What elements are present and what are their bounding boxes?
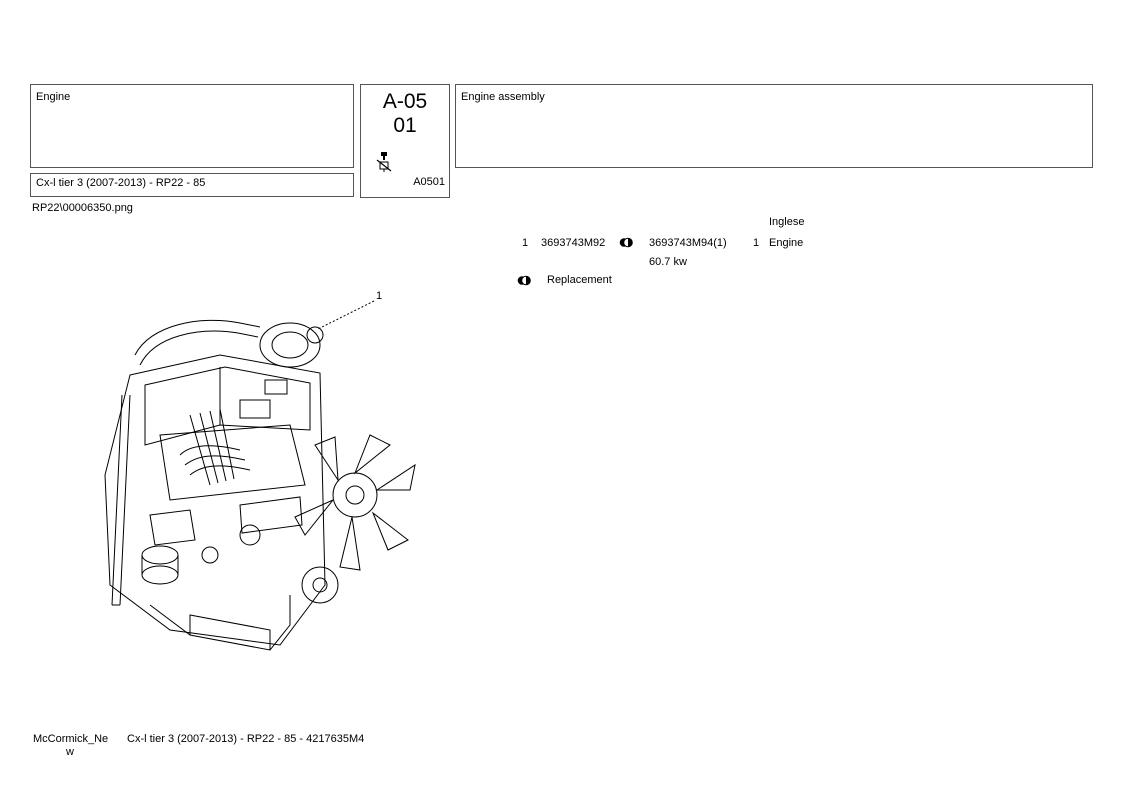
legend-label: Replacement — [547, 274, 612, 286]
group-code-box: A-05 01 A0501 — [360, 84, 450, 198]
part-number-cell: 3693743M92 — [541, 237, 606, 249]
title-box: Engine assembly — [455, 84, 1093, 168]
model-box: Cx-l tier 3 (2007-2013) - RP22 - 85 — [30, 173, 354, 197]
replacement-part-cell: 3693743M94(1) — [649, 237, 727, 249]
description-cell: Engine — [769, 237, 804, 249]
footer-doc-ref: Cx-l tier 3 (2007-2013) - RP22 - 85 - 42… — [127, 733, 365, 745]
model-label: Cx-l tier 3 (2007-2013) - RP22 - 85 — [36, 177, 206, 189]
footer-brand-line2: w — [66, 746, 74, 758]
footer-brand-line1: McCormick_Ne — [33, 733, 109, 745]
image-path: RP22\00006350.png — [32, 202, 133, 214]
language-header: Inglese — [769, 216, 805, 228]
tool-icon — [376, 152, 392, 172]
group-subcode: 01 — [393, 114, 417, 137]
assembly-title: Engine assembly — [461, 91, 545, 103]
callout-leader — [317, 300, 375, 330]
replacement-icon — [619, 237, 633, 248]
group-code: A-05 — [382, 90, 428, 113]
replacement-icon — [517, 275, 531, 286]
callout-label: 1 — [376, 290, 382, 302]
qty-cell: 1 — [753, 237, 760, 249]
note-cell: 60.7 kw — [649, 256, 687, 268]
section-title: Engine — [36, 91, 71, 103]
engine-drawing: 1 — [104, 290, 416, 651]
pos-cell: 1 — [522, 237, 529, 249]
section-box: Engine — [30, 84, 354, 168]
drawing-ref: A0501 — [413, 176, 445, 188]
